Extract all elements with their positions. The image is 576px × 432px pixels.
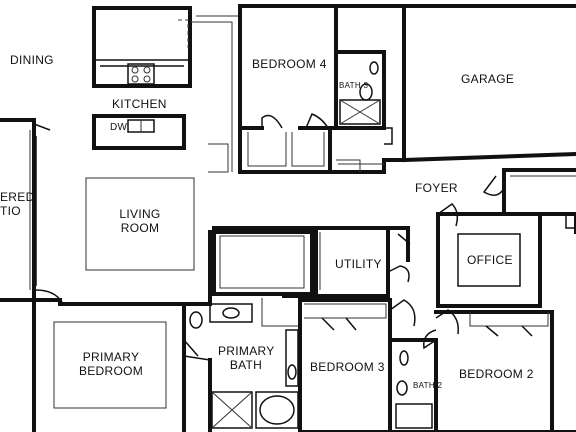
hall-door: [389, 299, 416, 327]
primary-tub-basin: [259, 395, 295, 425]
upper-cabinet-line: [178, 19, 189, 48]
bath3-sink: [369, 61, 379, 75]
garage-label: GARAGE: [461, 72, 515, 86]
burner: [143, 66, 151, 74]
living-room-label-line1: LIVING: [119, 207, 161, 221]
wic-inner: [219, 235, 305, 289]
garage-entry-door: [336, 159, 384, 172]
left-exterior-wall: [0, 118, 36, 302]
burner: [131, 75, 139, 83]
bath2-sink: [399, 350, 409, 366]
covered-patio-label-line2: TIO: [0, 204, 21, 218]
burner: [143, 75, 151, 83]
primary-vanity: [209, 303, 253, 323]
bedroom2-wall: [434, 310, 554, 432]
living-room-label-line2: ROOM: [120, 221, 160, 235]
primary-bath-label: PRIMARY BATH: [218, 344, 274, 372]
living-room-rug: [85, 177, 195, 271]
utility-wall: [298, 226, 410, 298]
bath3-tub-x: [339, 99, 381, 125]
bath3-wall: [334, 50, 386, 130]
bath2-label: BATH 2: [413, 381, 443, 390]
bath3-label: BATH 3: [339, 81, 369, 90]
bedroom3-closet: [304, 303, 387, 319]
bedroom3-closet-door: [321, 317, 357, 331]
primary-bath-wall: [182, 230, 318, 432]
kitchen-counter: [94, 59, 190, 67]
door-swing: [305, 113, 329, 129]
primary-toilet: [189, 311, 203, 329]
office-label: OFFICE: [467, 253, 513, 267]
bath2-toilet: [396, 380, 408, 396]
bedroom2-label: BEDROOM 2: [459, 367, 534, 381]
kitchen-outer-wall: [92, 6, 192, 88]
primary-bedroom-label-line2: BEDROOM: [78, 364, 144, 378]
office-rug: [457, 233, 521, 287]
bedroom2-closet-door: [485, 325, 533, 337]
covered-patio-label-line1: ERED: [0, 190, 35, 204]
bath3-tub: [339, 99, 381, 125]
patio-opening: [33, 123, 51, 286]
primary-bath-door: [183, 339, 211, 361]
garage-entry-wall: [328, 158, 406, 174]
kitchen-range: [127, 63, 155, 85]
primary-bath-label-line1: PRIMARY: [218, 344, 275, 358]
primary-shower: [211, 391, 253, 429]
bedroom2-closet: [469, 312, 549, 327]
bedroom3-wall: [298, 298, 576, 432]
bath2-tub: [395, 403, 433, 429]
utility-door: [387, 233, 411, 283]
bath-vanity-right: [285, 329, 299, 387]
bedroom3-label: BEDROOM 3: [310, 360, 385, 374]
bedroom2-door: [435, 309, 460, 335]
bath-sink-right: [287, 364, 297, 380]
front-entry-wall: [502, 168, 576, 234]
bath3-toilet: [359, 83, 373, 101]
utility-label: UTILITY: [335, 257, 382, 271]
dishwasher-label: DW: [110, 122, 128, 133]
hall-wall-line: [190, 15, 240, 172]
office-door: [437, 203, 459, 227]
door-swing: [261, 114, 283, 129]
garage-wall: [334, 4, 576, 163]
bath-linen: [261, 298, 298, 327]
living-room-label: LIVING ROOM: [112, 207, 168, 235]
front-door: [482, 175, 505, 196]
primary-bedroom-rug: [53, 321, 167, 409]
closet-wall: [238, 126, 332, 174]
closet-inner: [247, 132, 325, 167]
shower-x: [211, 391, 253, 429]
kitchen-island: [92, 114, 186, 150]
primary-bath-label-line2: BATH: [229, 358, 263, 372]
wic-wall: [212, 226, 314, 296]
bedroom4-label: BEDROOM 4: [252, 57, 327, 71]
dining-label: DINING: [10, 53, 54, 67]
primary-bedroom-label: PRIMARY BEDROOM: [76, 350, 146, 378]
primary-tub: [255, 391, 299, 429]
porch-column: [565, 213, 576, 229]
bath2-door: [423, 329, 437, 350]
primary-sink: [222, 307, 240, 319]
kitchen-label: KITCHEN: [112, 97, 167, 111]
garage-door-step: [384, 127, 393, 145]
covered-patio-label: ERED TIO: [0, 190, 35, 218]
kitchen-pantry-line: [208, 143, 229, 173]
foyer-label: FOYER: [415, 181, 458, 195]
burner: [131, 66, 139, 74]
primary-bedroom-label-line1: PRIMARY: [82, 350, 140, 364]
primary-door: [35, 289, 63, 303]
